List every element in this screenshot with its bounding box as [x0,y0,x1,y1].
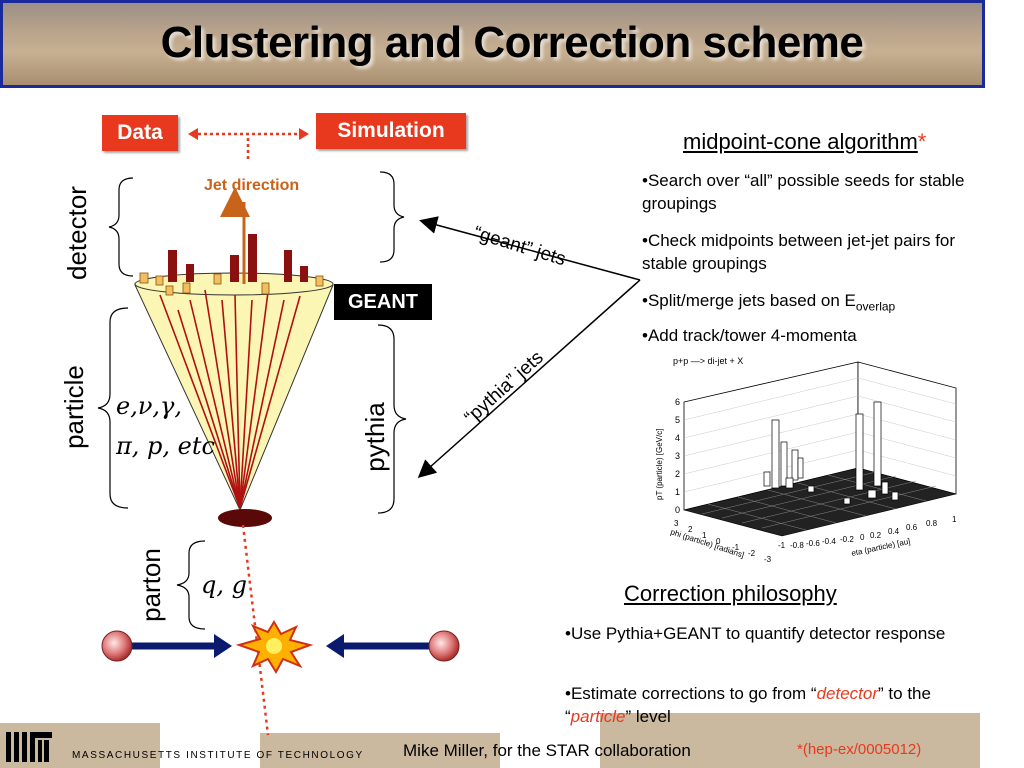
arrow-head-left [188,128,198,140]
pythia-jets-arrow [417,279,641,478]
particle-species-2: π, p, etc [116,432,215,460]
svg-text:0: 0 [716,537,721,546]
svg-text:1: 1 [952,515,957,524]
proton-right [428,630,460,662]
particle-tracks [159,289,301,509]
detector-label: detector [62,186,92,280]
svg-text:-2: -2 [748,549,756,558]
particle-label: particle [59,365,89,449]
jet-direction-label: Jet direction [204,177,300,194]
svg-text:0.2: 0.2 [870,531,882,540]
correction-bullet-2-pre: •Estimate corrections to go from “ [565,684,817,703]
svg-text:5: 5 [675,415,680,425]
proton-left [101,630,133,662]
detector-word: detector [816,684,879,703]
algorithm-bullet-1: •Search over “all” possible seeds for st… [642,171,965,213]
svg-text:-0.8: -0.8 [790,541,804,550]
beam-left-head [214,634,232,658]
correction-bullet-2: •Estimate corrections to go from “detect… [565,682,965,728]
particle-word: particle [570,707,626,726]
detector-brace [108,177,134,277]
svg-text:1: 1 [675,487,680,497]
pythia-brace [377,324,407,514]
mit-logo [6,732,52,762]
svg-text:2: 2 [675,469,680,479]
svg-text:1: 1 [702,531,707,540]
geant-brace [379,171,405,263]
plot-y-label: pT (particle) [GeV/c] [655,429,664,500]
svg-text:0.6: 0.6 [906,523,918,532]
svg-text:-0.6: -0.6 [806,539,820,548]
algorithm-bullet-2: •Check midpoints between jet-jet pairs f… [642,231,956,273]
correction-bullet-2-mid: ” to the “ [565,684,931,726]
correction-bullet-1: •Use Pythia+GEANT to quantify detector r… [565,624,946,643]
svg-text:6: 6 [675,397,680,407]
parton-species: q, g [201,571,247,599]
algorithm-bullet-3-text: •Split/merge jets based on E [642,291,856,310]
geant-box: GEANT [334,284,432,320]
algorithm-heading-text: midpoint-cone algorithm [683,129,918,154]
svg-text:-3: -3 [764,555,772,564]
correction-heading: Correction philosophy [624,581,837,606]
arrow-head-right [299,128,309,140]
floor-gridlines [701,471,937,531]
parton-brace [176,540,206,630]
svg-text:0.4: 0.4 [888,527,900,536]
interaction-disc [218,509,272,527]
algorithm-footnote-star: * [917,129,927,154]
svg-text:3: 3 [675,451,680,461]
svg-text:-1: -1 [732,543,740,552]
footer-reference: *(hep-ex/0005012) [797,741,922,758]
wall-gridlines [683,377,957,493]
y-ticks: 0 1 2 3 4 5 6 [675,397,680,515]
algorithm-bullet-4: •Add track/tower 4-momenta [642,326,857,345]
geant-jets-arrow [419,216,641,281]
svg-text:3: 3 [674,519,679,528]
svg-text:-1: -1 [778,541,786,550]
svg-text:0.8: 0.8 [926,519,938,528]
svg-text:4: 4 [675,433,680,443]
algorithm-bullet-3: •Split/merge jets based on Eoverlap [642,289,982,318]
svg-text:0: 0 [860,533,865,542]
svg-text:-0.4: -0.4 [822,537,836,546]
z-ticks: -3 -2 -1 0 12 3 [674,519,772,564]
calorimeter-towers [139,234,324,296]
lego-bars [763,401,899,505]
particle-species-1: e,ν,γ, [116,392,183,420]
svg-text:2: 2 [688,525,693,534]
algorithm-heading: midpoint-cone algorithm* [683,129,926,155]
mit-wordmark: MASSACHUSETTS INSTITUTE OF TECHNOLOGY [72,750,364,761]
data-box: Data [102,115,178,151]
particle-brace [97,307,129,509]
collision-core [266,638,282,654]
footer-author: Mike Miller, for the STAR collaboration [403,741,691,760]
slide-title: Clustering and Correction scheme [160,18,864,67]
svg-text:0: 0 [675,505,680,515]
lego-plot-title: p+p —> di-jet + X [673,356,743,366]
overlap-subscript: overlap [855,299,896,314]
correction-bullet-2-post: ” level [625,707,671,726]
pythia-label: pythia [360,402,390,472]
parton-label: parton [136,548,166,622]
lego-plot: p+p —> di-jet + X [655,356,957,564]
beam-right-head [326,634,344,658]
simulation-box: Simulation [316,113,466,149]
svg-text:-0.2: -0.2 [840,535,854,544]
x-ticks: -1 -0.8 -0.6-0.4 -0.2 0 0.2 0.4 0.6 0.8 1 [778,515,957,550]
